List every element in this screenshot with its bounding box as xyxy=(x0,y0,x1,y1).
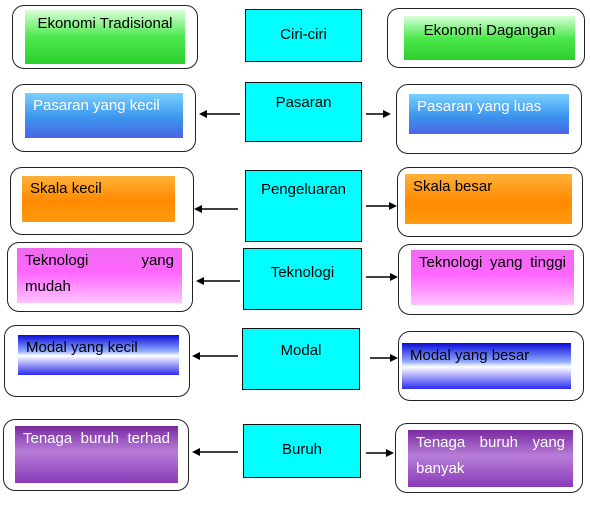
header-right-box: Ekonomi Dagangan xyxy=(404,16,575,60)
buruh-right-box: Tenaga buruh yang banyak xyxy=(408,430,573,487)
pasaran-right-box: Pasaran yang luas xyxy=(409,94,569,134)
pengeluaran-left-box: Skala kecil xyxy=(22,176,175,222)
buruh-left-box: Tenaga buruh terhad xyxy=(15,426,178,483)
pasaran-left-box: Pasaran yang kecil xyxy=(25,93,183,138)
modal-left-box: Modal yang kecil xyxy=(18,335,179,375)
header-center-box: Ciri-ciri xyxy=(245,9,362,62)
pengeluaran-center-box: Pengeluaran xyxy=(245,170,362,242)
pengeluaran-right-box: Skala besar xyxy=(405,174,572,224)
teknologi-left-box: Teknologi yang mudah xyxy=(17,248,182,303)
teknologi-right-box: Teknologi yang tinggi xyxy=(411,250,574,305)
header-left-box: Ekonomi Tradisional xyxy=(25,10,185,64)
modal-center-box: Modal xyxy=(242,328,360,390)
teknologi-center-box: Teknologi xyxy=(243,248,362,310)
pasaran-center-box: Pasaran xyxy=(245,82,362,142)
buruh-center-box: Buruh xyxy=(243,424,361,478)
modal-right-box: Modal yang besar xyxy=(402,343,571,389)
